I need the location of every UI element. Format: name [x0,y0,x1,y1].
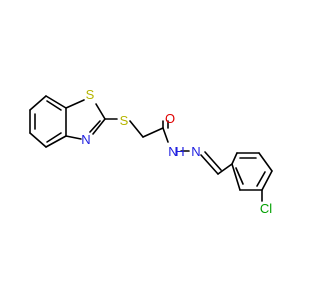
atom-n-ring: N [81,132,90,147]
benzene-ring-left [29,95,67,148]
atom-s-ring: S [86,87,95,102]
structure-canvas: S N S O N H N Cl [29,87,273,216]
atom-s-link: S [120,113,129,128]
atom-nh-n: N [168,144,177,159]
molecule-drawing: S N S O N H N Cl [29,87,273,216]
chlorophenyl-ring [217,152,273,202]
thiazole-ring [65,99,106,140]
hydrazone-link [180,150,222,175]
atom-o: O [165,111,175,126]
atom-n-imine: N [191,144,200,159]
atom-nh-h: H [175,144,184,159]
thioacetyl-chain [104,118,169,143]
atom-cl: Cl [260,201,272,216]
